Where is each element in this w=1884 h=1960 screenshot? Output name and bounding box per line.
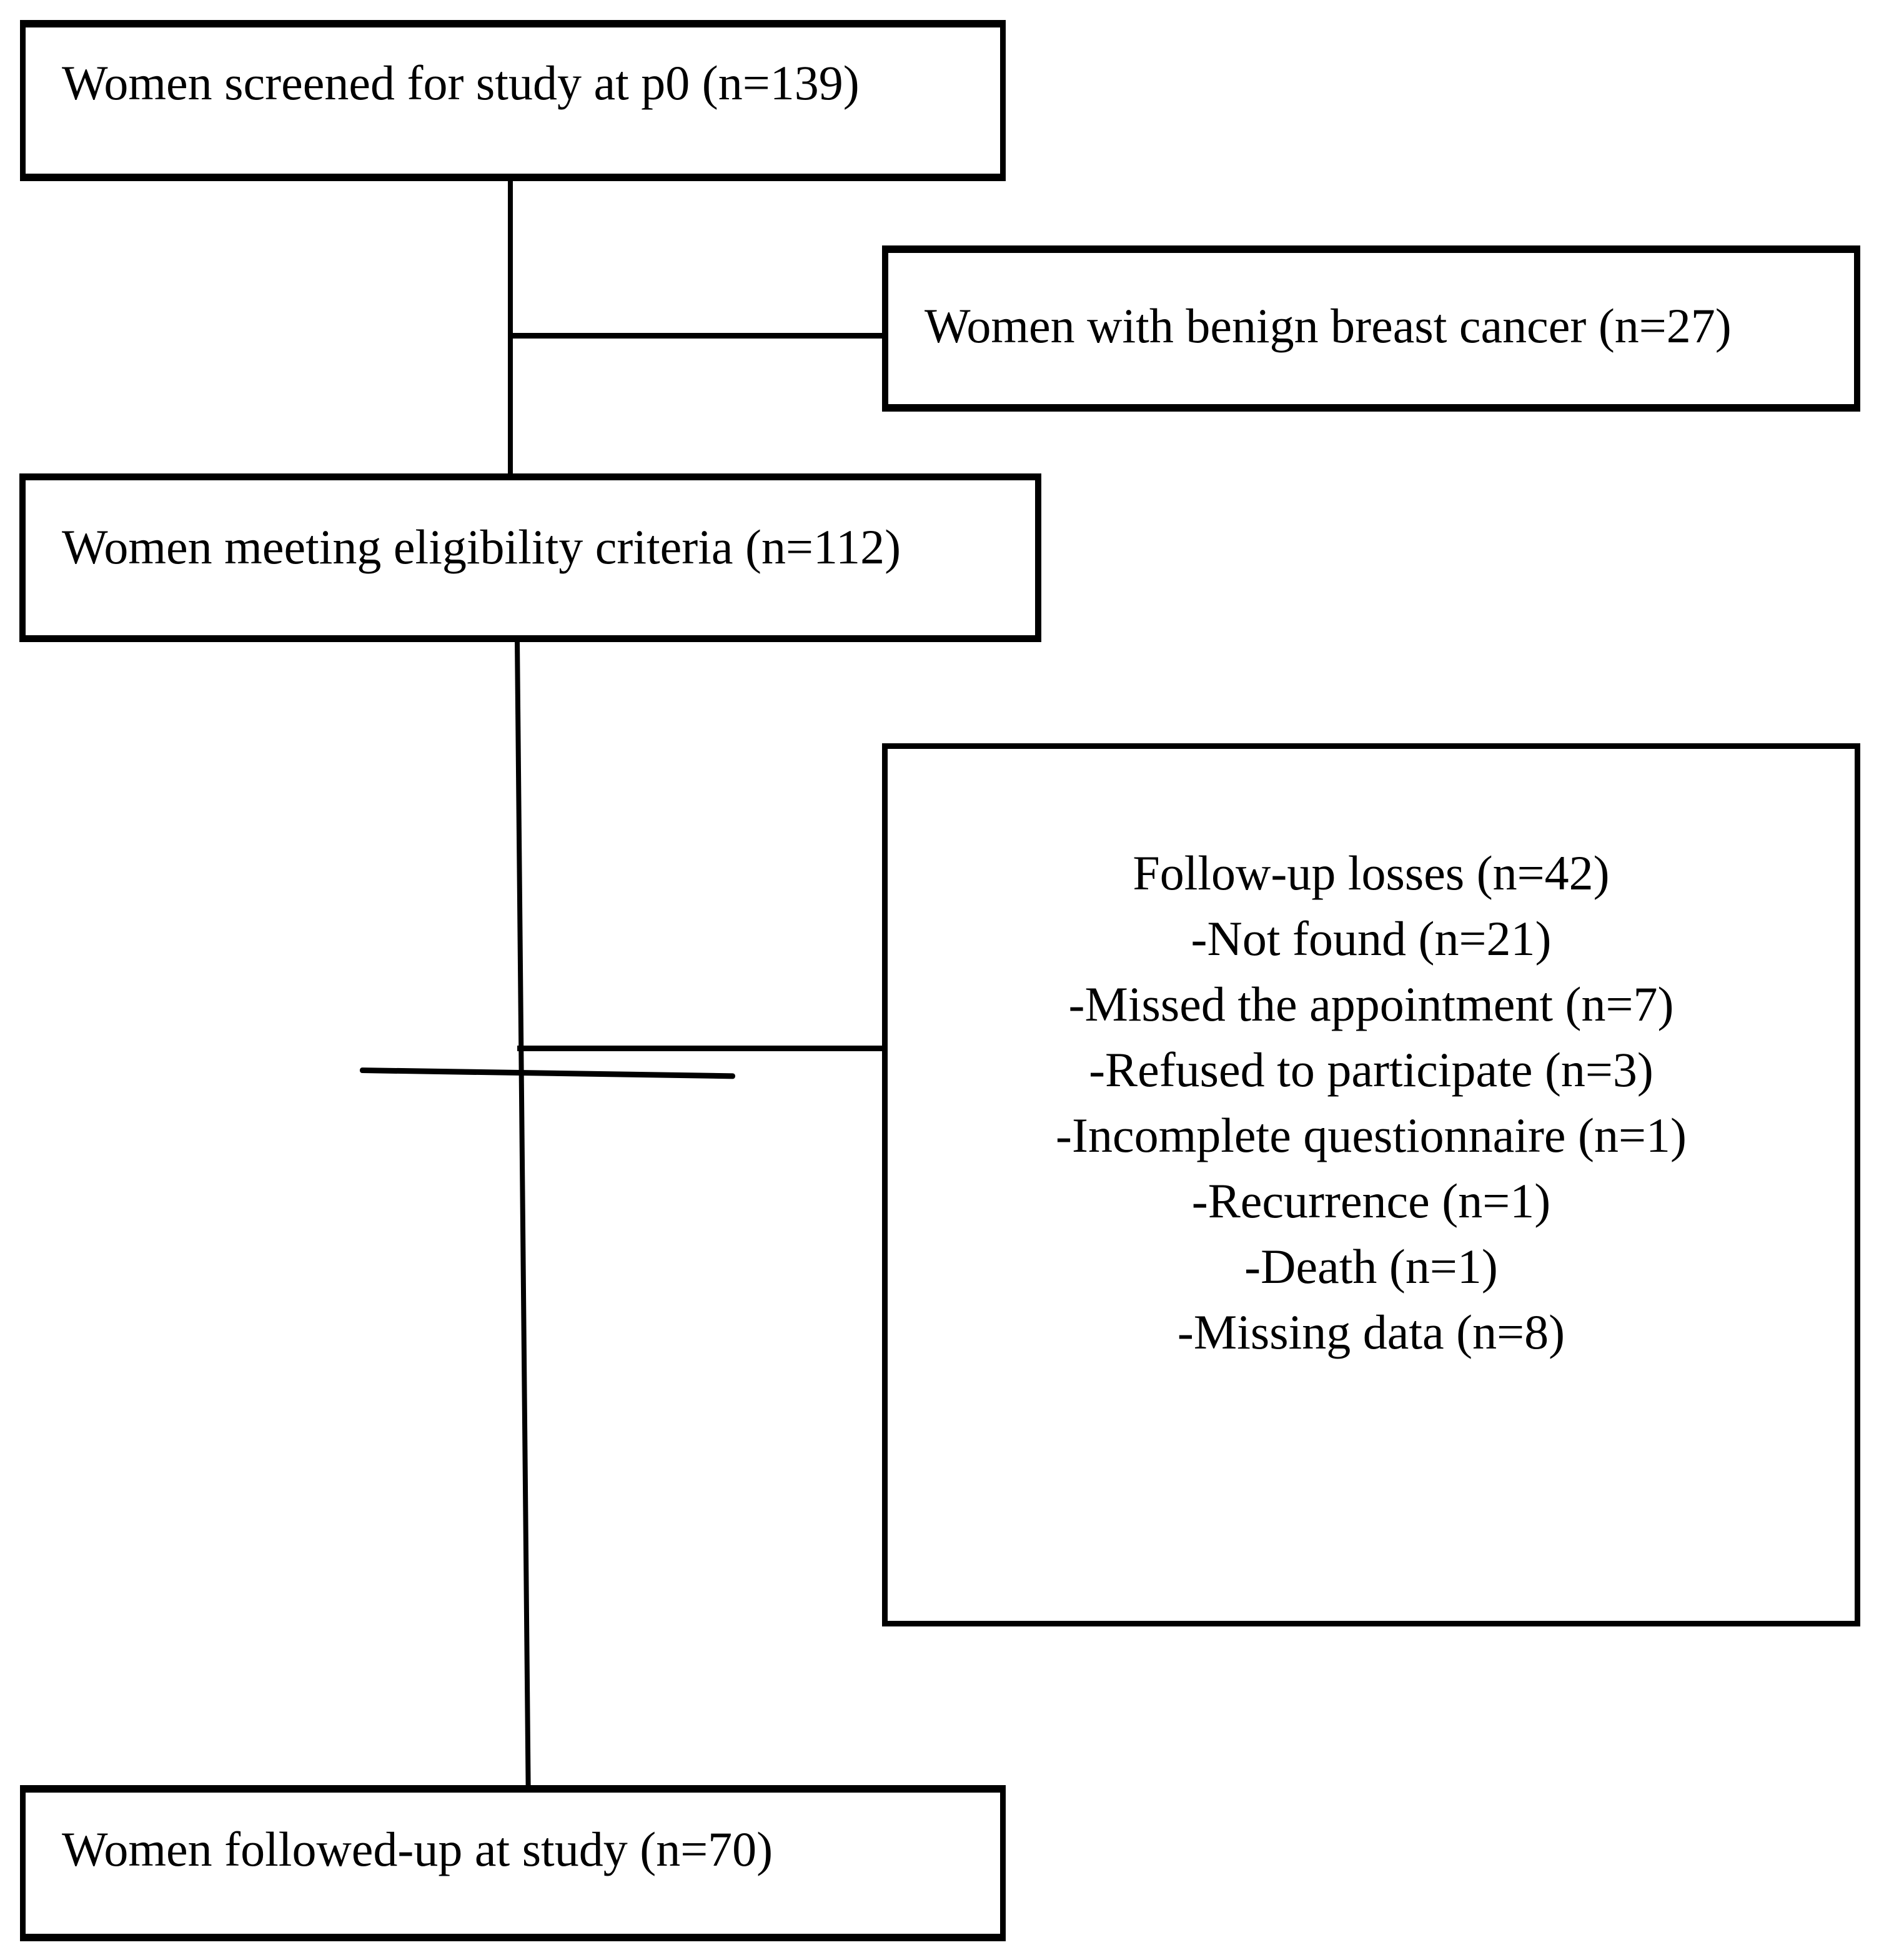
- connector-benign-exclusion: [510, 333, 883, 339]
- box-benign-excluded-label: Women with benign breast cancer (n=27): [925, 299, 1732, 353]
- followup-losses-text: Follow-up losses (n=42) -Not found (n=21…: [888, 840, 1855, 1365]
- flow-line-eligible-to-followed-up: [515, 640, 531, 1788]
- box-followed-up: Women followed-up at study (n=70): [20, 1785, 1006, 1941]
- followup-losses-title: Follow-up losses (n=42): [1133, 846, 1610, 900]
- followup-losses-item: -Not found (n=21): [1191, 911, 1552, 966]
- followup-losses-item: -Missed the appointment (n=7): [1068, 977, 1674, 1031]
- followup-losses-item: -Incomplete questionnaire (n=1): [1056, 1108, 1687, 1162]
- box-eligible-label: Women meeting eligibility criteria (n=11…: [62, 520, 901, 574]
- annotation-stroke: [359, 1067, 735, 1079]
- flow-line-screened-to-eligible: [508, 180, 513, 475]
- box-followup-losses: Follow-up losses (n=42) -Not found (n=21…: [882, 743, 1860, 1626]
- followup-losses-item: -Recurrence (n=1): [1191, 1174, 1551, 1228]
- box-followed-up-label: Women followed-up at study (n=70): [62, 1822, 773, 1876]
- box-eligible: Women meeting eligibility criteria (n=11…: [19, 473, 1041, 642]
- box-screened: Women screened for study at p0 (n=139): [20, 20, 1006, 181]
- box-screened-label: Women screened for study at p0 (n=139): [62, 56, 860, 110]
- followup-losses-item: -Refused to participate (n=3): [1089, 1042, 1653, 1097]
- followup-losses-item: -Death (n=1): [1244, 1239, 1498, 1294]
- box-benign-excluded: Women with benign breast cancer (n=27): [882, 245, 1860, 412]
- followup-losses-item: -Missing data (n=8): [1177, 1305, 1565, 1359]
- connector-followup-losses: [517, 1046, 883, 1051]
